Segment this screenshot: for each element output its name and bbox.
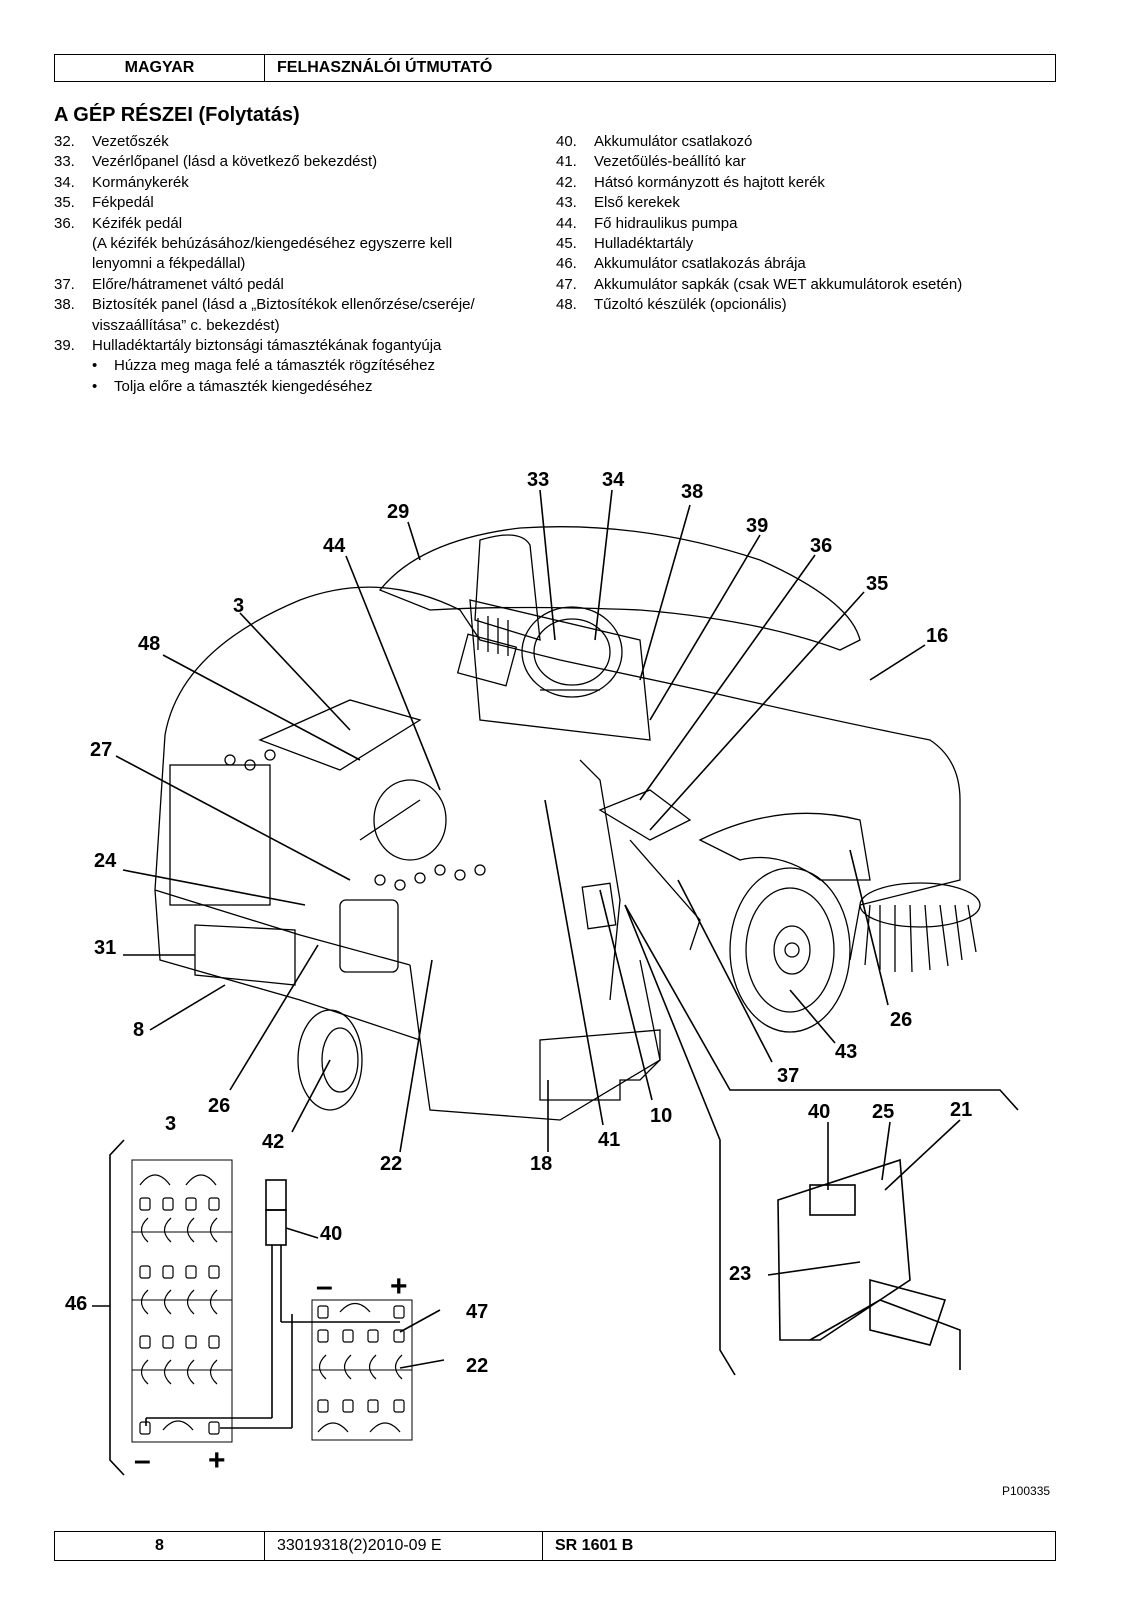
- list-item: 38.Biztosíték panel (lásd a „Biztosítéko…: [54, 296, 475, 314]
- list-item: 37.Előre/hátramenet váltó pedál: [54, 275, 284, 293]
- callout-43: 43: [835, 1041, 857, 1063]
- list-item: 43.Első kerekek: [556, 194, 680, 212]
- list-bullet: •Húzza meg maga felé a támaszték rögzíté…: [92, 357, 435, 375]
- list-item: 33.Vezérlőpanel (lásd a következő bekezd…: [54, 153, 378, 171]
- minus-sign: –: [134, 1444, 151, 1477]
- list-item: 40.Akkumulátor csatlakozó: [556, 133, 753, 150]
- machine-drawing: [154, 526, 981, 1121]
- callout-37: 37: [777, 1065, 799, 1087]
- callout-16: 16: [926, 625, 948, 647]
- callout-26: 26: [890, 1009, 912, 1031]
- list-item: 42.Hátsó kormányzott és hajtott kerék: [556, 173, 825, 191]
- callout-38: 38: [681, 481, 703, 503]
- list-item: 46.Akkumulátor csatlakozás ábrája: [556, 255, 806, 273]
- callout-47: 47: [466, 1301, 488, 1323]
- callout-3: 3: [165, 1113, 176, 1135]
- list-item: 34.Kormánykerék: [54, 173, 189, 191]
- list-item: 36.Kézifék pedál: [54, 214, 183, 232]
- callout-22: 22: [466, 1355, 488, 1377]
- callout-48: 48: [138, 633, 160, 655]
- list-item: lenyomni a fékpedállal): [92, 255, 246, 273]
- list-item: 41.Vezetőülés-beállító kar: [556, 153, 746, 171]
- list-bullet: •Tolja előre a támaszték kiengedéséhez: [92, 377, 373, 395]
- list-item: 47.Akkumulátor sapkák (csak WET akkumulá…: [556, 275, 963, 293]
- callout-34: 34: [602, 469, 625, 491]
- callout-40: 40: [320, 1223, 342, 1245]
- model-name: SR 1601 B: [555, 1537, 634, 1554]
- list-item: (A kézifék behúzásához/kiengedéséhez egy…: [92, 235, 453, 253]
- parts-list-right: 40.Akkumulátor csatlakozó 41.Vezetőülés-…: [556, 132, 962, 316]
- callout-26: 26: [208, 1095, 230, 1117]
- list-item: 35.Fékpedál: [54, 194, 154, 212]
- callout-27: 27: [90, 739, 112, 761]
- list-item: 44.Fő hidraulikus pumpa: [556, 214, 738, 232]
- list-item: 32.Vezetőszék: [54, 133, 169, 150]
- section-title: A GÉP RÉSZEI (Folytatás): [54, 104, 300, 126]
- callout-42: 42: [262, 1131, 284, 1153]
- callout-22: 22: [380, 1153, 402, 1175]
- plus-sign: +: [208, 1444, 226, 1477]
- figure-code: P100335: [1002, 1484, 1051, 1498]
- callout-leaders: [115, 489, 926, 1153]
- callout-44: 44: [323, 535, 346, 557]
- list-item: 45.Hulladéktartály: [556, 235, 694, 253]
- doc-code: 33019318(2)2010-09 E: [265, 1532, 543, 1560]
- callout-21: 21: [950, 1099, 972, 1121]
- callout-31: 31: [94, 937, 116, 959]
- list-item: visszaállítása” c. bekezdést): [92, 316, 280, 334]
- callout-41: 41: [598, 1129, 620, 1151]
- callout-35: 35: [866, 573, 888, 595]
- callout-23: 23: [729, 1263, 751, 1285]
- callout-24: 24: [94, 850, 117, 872]
- machine-parts-figure: 33 34 38 29 39 44 36 35 3 16 48 27 24 31…: [65, 469, 1019, 1477]
- detail-inset: [624, 904, 1019, 1376]
- header-doc-title: FELHASZNÁLÓI ÚTMUTATÓ: [277, 59, 493, 76]
- minus-sign: –: [316, 1270, 333, 1303]
- header-language: MAGYAR: [55, 55, 265, 81]
- callout-18: 18: [530, 1153, 552, 1175]
- polarity-signs: – + – +: [134, 1270, 408, 1477]
- battery-diagram: [92, 1139, 445, 1476]
- callout-3: 3: [233, 595, 244, 617]
- parts-list-left: 32.Vezetőszék 33.Vezérlőpanel (lásd a kö…: [54, 132, 475, 397]
- battery-cells: [139, 1174, 405, 1435]
- plus-sign: +: [390, 1270, 408, 1303]
- callout-10: 10: [650, 1105, 672, 1127]
- callout-39: 39: [746, 515, 768, 537]
- list-item: 39.Hulladéktartály biztonsági támasztéká…: [54, 337, 442, 355]
- callout-33: 33: [527, 469, 549, 491]
- page-number: 8: [55, 1532, 265, 1560]
- callout-46: 46: [65, 1293, 87, 1315]
- callout-29: 29: [387, 501, 409, 523]
- callout-40: 40: [808, 1101, 830, 1123]
- callout-8: 8: [133, 1019, 144, 1041]
- callout-labels: 33 34 38 29 39 44 36 35 3 16 48 27 24 31…: [65, 469, 972, 1377]
- callout-36: 36: [810, 535, 832, 557]
- page-header: MAGYAR FELHASZNÁLÓI ÚTMUTATÓ: [54, 54, 1056, 82]
- page-footer: 8 33019318(2)2010-09 E SR 1601 B: [54, 1531, 1056, 1561]
- callout-25: 25: [872, 1101, 894, 1123]
- list-item: 48.Tűzoltó készülék (opcionális): [556, 296, 787, 314]
